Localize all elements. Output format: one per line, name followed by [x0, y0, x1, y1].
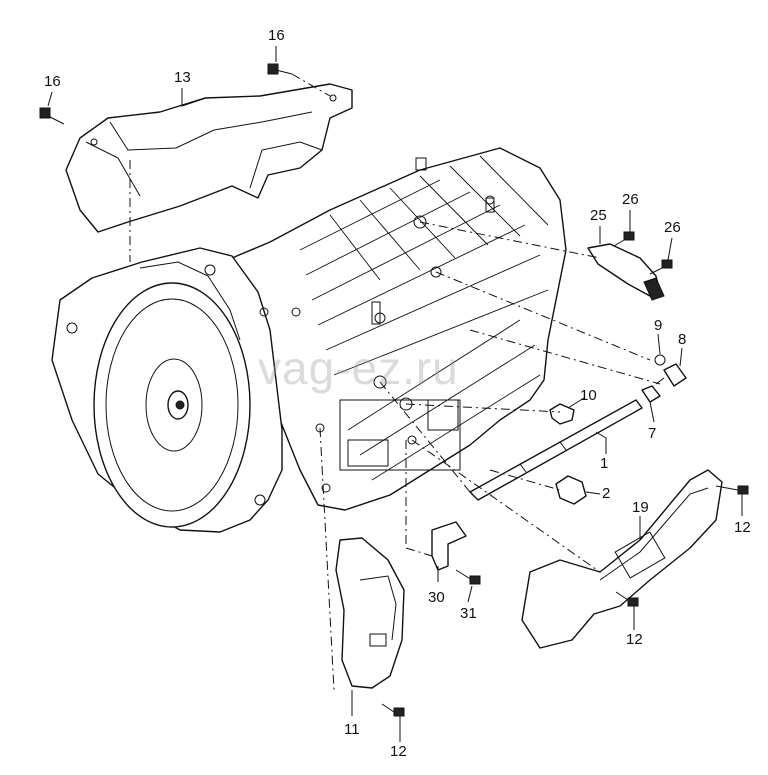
- callout-11: 11: [344, 721, 360, 738]
- bracket-part-30: [431, 521, 467, 571]
- callout-12-b: 12: [626, 631, 643, 648]
- shaft-part-1: [469, 399, 643, 501]
- callout-25: 25: [590, 207, 607, 224]
- callout-labels: 16 16 13 25 26 26 9 8 10 7 1 2 19 12 12 …: [44, 27, 751, 760]
- callout-7: 7: [648, 425, 656, 442]
- callout-19: 19: [632, 499, 649, 516]
- sensor-part-8: [655, 363, 687, 387]
- callout-leaders: [47, 46, 743, 742]
- callout-16-a: 16: [268, 27, 285, 44]
- callout-1: 1: [600, 455, 608, 472]
- callout-9: 9: [654, 317, 662, 334]
- callout-2: 2: [602, 485, 610, 502]
- bolts-part-16: [39, 63, 293, 125]
- callout-10: 10: [580, 387, 597, 404]
- callout-16-b: 16: [44, 73, 61, 90]
- callout-30: 30: [428, 589, 445, 606]
- bracket-part-25: [587, 243, 665, 301]
- callout-12-c: 12: [390, 743, 407, 760]
- bolt-part-26: [613, 231, 673, 275]
- watermark-text: vag-ez.ru: [258, 342, 459, 394]
- callout-26-b: 26: [664, 219, 681, 236]
- callout-12-a: 12: [734, 519, 751, 536]
- clip-part-2: [555, 475, 587, 505]
- transmission-housing: [231, 147, 567, 511]
- bolts-part-12: [381, 485, 749, 717]
- heat-shield-part-13: [65, 83, 353, 233]
- clip-part-10: [549, 403, 575, 425]
- torque-converter: [93, 282, 251, 528]
- clip-part-7: [641, 385, 661, 403]
- callout-13: 13: [174, 69, 191, 86]
- cover-part-11: [335, 537, 405, 689]
- ring-part-9: [654, 354, 666, 366]
- callout-31: 31: [460, 605, 477, 622]
- bolt-part-31: [455, 569, 481, 585]
- callout-8: 8: [678, 331, 686, 348]
- callout-26-a: 26: [622, 191, 639, 208]
- oil-pan-part-19: [521, 469, 723, 649]
- assembly-guide-lines: [129, 73, 661, 691]
